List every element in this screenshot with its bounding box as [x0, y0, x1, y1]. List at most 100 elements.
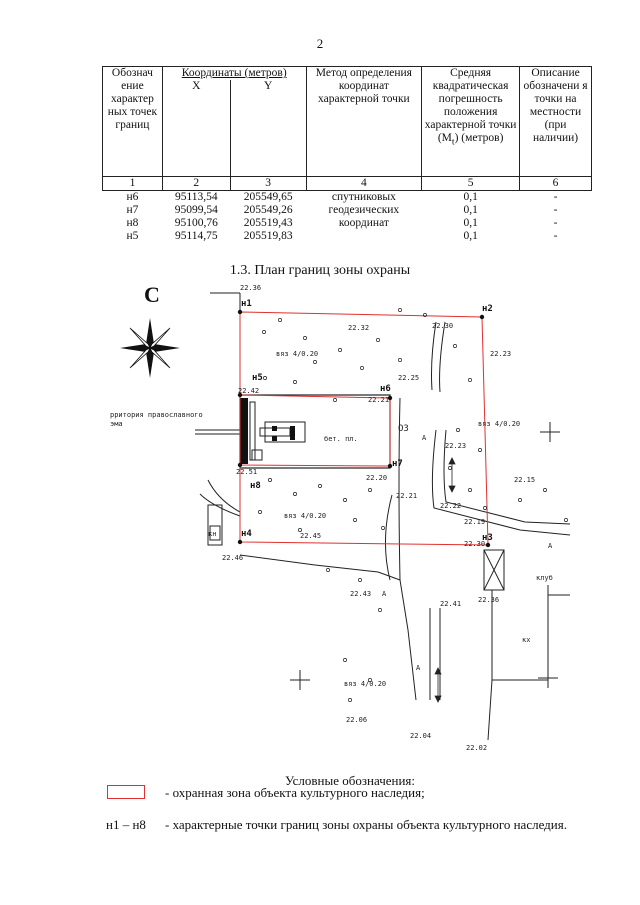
col-number: 1: [102, 176, 163, 191]
elevation-label: 22.43: [350, 590, 371, 598]
header-point-id: Обознач ение характер ных точек границ: [102, 66, 163, 177]
table-row: н7 95099,54 205549,26 геодезических 0,1 …: [103, 204, 592, 217]
cell-y: 205519,43: [243, 217, 293, 229]
kn-label: кн: [208, 530, 216, 538]
kx-label: кх: [522, 636, 530, 644]
church-building: [239, 394, 391, 469]
point-label: н1: [241, 299, 252, 309]
legend-title: Условные обозначения:: [284, 773, 416, 788]
asphalt-label: А: [422, 434, 427, 442]
cell-x: 95099,54: [174, 204, 218, 216]
elevation-label: 22.42: [238, 387, 259, 395]
elevation-label: 22.45: [300, 532, 321, 540]
concrete-pad-label: бет. пл.: [324, 435, 358, 443]
vegetation-label: вяз 4/0.20: [276, 350, 318, 358]
cell-x: 95114,75: [174, 230, 218, 242]
page-number: 2: [316, 36, 324, 51]
elevation-label: 22.22: [440, 502, 461, 510]
cell-desc: -: [553, 230, 558, 242]
point-label: н7: [392, 459, 403, 469]
compass-rose-icon: [120, 318, 180, 378]
club-label: клуб: [536, 574, 553, 582]
header-y: Y: [229, 80, 307, 177]
cell-error: 0,1: [463, 204, 478, 216]
section-title: 1.3. План границ зоны охраны: [229, 263, 411, 278]
elevation-label: 22.25: [398, 374, 419, 382]
elevation-label: 22.46: [222, 554, 243, 562]
header-method: Метод определения координат характерной …: [305, 66, 423, 177]
header-x: X: [161, 80, 231, 177]
cell-id: н8: [126, 217, 139, 229]
zone-code-label: ОЗ: [398, 424, 409, 434]
cell-x: 95100,76: [174, 217, 218, 229]
cell-error: 0,1: [463, 191, 478, 203]
cell-desc: -: [553, 191, 558, 203]
territory-label: эма: [110, 420, 123, 428]
cell-id: н6: [126, 191, 139, 203]
elevation-label: 22.30: [432, 322, 453, 330]
grid-cross-markers: [290, 422, 560, 690]
point-label: н5: [252, 373, 263, 383]
elevation-label: 22.02: [466, 744, 487, 752]
point-label: н3: [482, 533, 493, 543]
header-coordinates: Координаты (метров): [161, 66, 307, 80]
cell-y: 205549,65: [243, 191, 293, 203]
elevation-label: 22.15: [514, 476, 535, 484]
asphalt-label: А: [548, 542, 553, 550]
elevation-label: 22.19: [464, 518, 485, 526]
elevation-label: 22.23: [445, 442, 466, 450]
cell-method: спутниковых: [331, 191, 396, 203]
elevation-label: 22.30: [464, 540, 485, 548]
site-plan: С: [110, 282, 571, 752]
vegetation-label: вяз 4/0.20: [344, 680, 386, 688]
cell-method: геодезических: [328, 204, 400, 216]
point-label: н8: [250, 481, 261, 491]
elevation-label: 22.20: [366, 474, 387, 482]
elevation-label: 22.36: [240, 284, 261, 292]
cell-id: н5: [126, 230, 139, 242]
elevation-label: 22.36: [478, 596, 499, 604]
territory-label: рритория православного: [110, 411, 203, 419]
elevation-label: 22.06: [346, 716, 367, 724]
point-label: н2: [482, 304, 493, 314]
legend-item-zone: - охранная зона объекта культурного насл…: [165, 785, 425, 800]
vegetation-label: вяз 4/0.20: [284, 512, 326, 520]
col-number: 5: [421, 176, 521, 191]
header-error: Средняя квадратическая погрешность полож…: [421, 66, 521, 177]
header-description: Описание обозначени я точки на местности…: [519, 66, 592, 177]
cell-y: 205519,83: [243, 230, 293, 242]
cell-method: [306, 230, 422, 243]
elevation-label: 22.23: [490, 350, 511, 358]
legend-item-points: - характерные точки границ зоны охраны о…: [165, 817, 567, 832]
legend-zone-swatch: [107, 785, 145, 799]
asphalt-label: А: [416, 664, 421, 672]
elevation-label: 22.21: [368, 396, 389, 404]
elevation-label: 22.21: [396, 492, 417, 500]
column-numbers-row: 1 2 3 4 5 6: [102, 176, 592, 191]
north-label: С: [144, 282, 160, 307]
table-row: н8 95100,76 205519,43 координат 0,1 -: [103, 217, 592, 230]
elevation-label: 22.51: [236, 468, 257, 476]
col-number: 6: [519, 176, 592, 191]
elevation-label: 22.04: [410, 732, 431, 740]
cell-desc: -: [553, 204, 558, 216]
elevation-label: 22.32: [348, 324, 369, 332]
cell-desc: -: [553, 217, 558, 229]
elevation-label: 22.41: [440, 600, 461, 608]
vegetation-label: вяз 4/0.20: [478, 420, 520, 428]
col-number: 2: [161, 176, 231, 191]
table-row: н5 95114,75 205519,83 0,1 -: [103, 230, 592, 243]
cell-error: 0,1: [463, 230, 478, 242]
coordinates-table: Обознач ение характер ных точек границ К…: [102, 66, 592, 243]
cell-y: 205549,26: [243, 204, 293, 216]
table-row: н6 95113,54 205549,65 спутниковых 0,1 -: [103, 191, 592, 205]
cell-method: координат: [338, 217, 389, 229]
cell-id: н7: [126, 204, 139, 216]
point-label: н4: [241, 529, 252, 539]
asphalt-label: А: [382, 590, 387, 598]
point-label: н6: [380, 384, 391, 394]
col-number: 4: [305, 176, 423, 191]
col-number: 3: [229, 176, 307, 191]
cell-x: 95113,54: [174, 191, 218, 203]
cell-error: 0,1: [463, 217, 478, 229]
